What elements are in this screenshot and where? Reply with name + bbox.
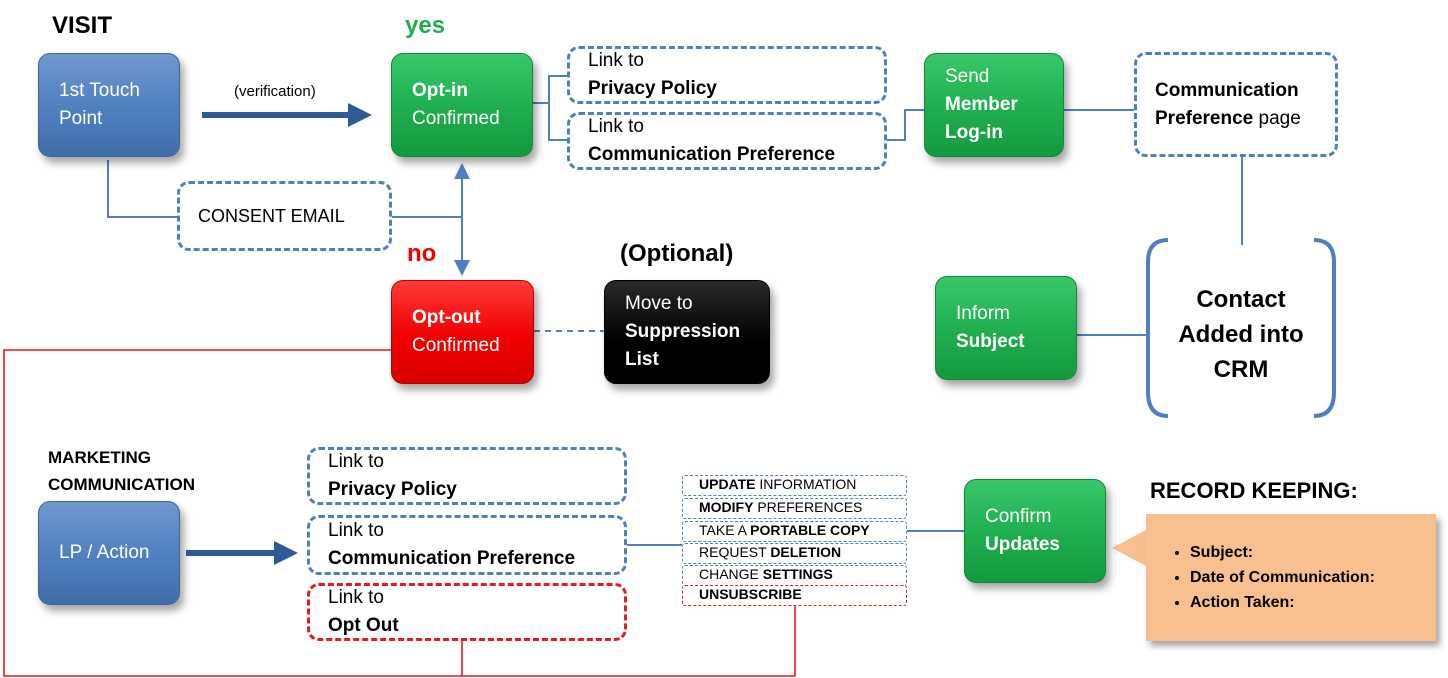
record-item: Action Taken: [1190,590,1436,615]
opt-out-loop-line [3,349,796,677]
communication-preference-page-node[interactable]: Communication Preference page [1134,52,1338,157]
record-keeping-heading: RECORD KEEPING: [1150,478,1358,503]
option-unsubscribe[interactable]: UNSUBSCRIBE [682,585,907,606]
visit-heading: VISIT [52,12,113,39]
verification-label: (verification) [234,83,316,100]
option-modify-preferences[interactable]: MODIFY PREFERENCES [682,498,907,519]
option-portable-copy[interactable]: TAKE A PORTABLE COPY [682,521,907,542]
optional-label: (Optional) [620,240,734,267]
record-item: Date of Communication: [1190,565,1436,590]
record-keeping-callout: Subject: Date of Communication: Action T… [1146,514,1436,641]
touch-to-consent-line [107,160,177,218]
lp-action-node[interactable]: LP / Action [38,501,180,605]
record-item: Subject: [1190,540,1436,565]
consent-email-node[interactable]: CONSENT EMAIL [177,181,392,251]
no-label: no [407,240,437,267]
yes-label: yes [405,12,446,39]
option-change-settings[interactable]: CHANGE SETTINGS [682,565,907,586]
option-request-deletion[interactable]: REQUEST DELETION [682,543,907,564]
option-update-information[interactable]: UPDATE INFORMATION [682,475,907,496]
